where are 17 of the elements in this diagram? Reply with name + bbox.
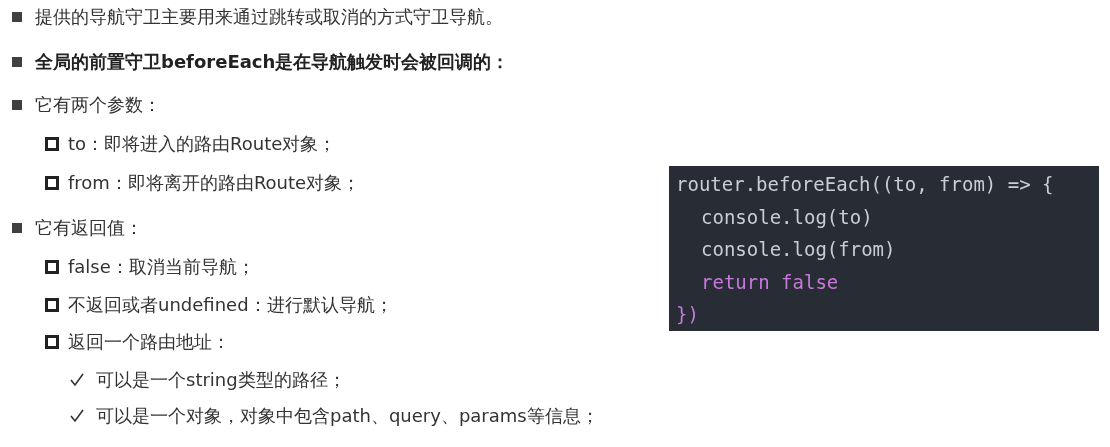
- list-item-text: 返回一个路由地址：: [68, 330, 230, 354]
- bullet-text: 它有两个参数：: [35, 93, 161, 117]
- bullet-text: 提供的导航守卫主要用来通过跳转或取消的方式守卫导航。: [35, 5, 503, 29]
- code-line: router.beforeEach((to, from) => {: [676, 172, 1054, 197]
- list-item-text: 可以是一个对象，对象中包含path、query、params等信息；: [96, 404, 599, 428]
- bullet-text: 全局的前置守卫beforeEach是在导航触发时会被回调的：: [35, 50, 510, 74]
- list-item-text: to：即将进入的路由Route对象；: [68, 132, 337, 156]
- bullet-text: 它有返回值：: [35, 216, 143, 240]
- code-line: return false: [701, 269, 839, 295]
- list-item-text: from：即将离开的路由Route对象；: [68, 171, 361, 195]
- code-line: console.log(from): [701, 237, 896, 262]
- list-item-text: 可以是一个string类型的路径；: [96, 368, 346, 392]
- code-block: [669, 166, 1099, 331]
- code-line: console.log(to): [701, 204, 873, 230]
- code-line: }): [676, 302, 699, 327]
- list-item-text: 不返回或者undefined：进行默认导航；: [68, 293, 393, 317]
- list-item-text: false：取消当前导航；: [68, 255, 255, 279]
